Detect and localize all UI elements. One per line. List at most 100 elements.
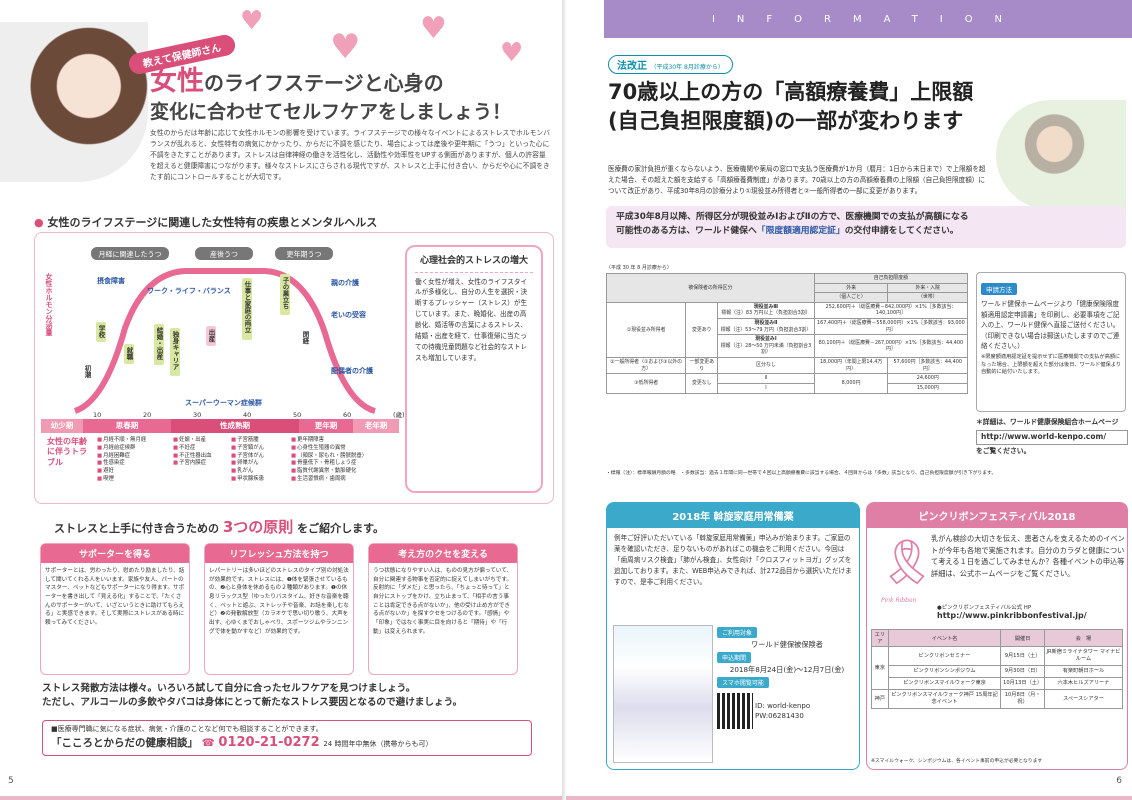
trouble-column-4: 更年期障害心身性生殖器の異常（頻尿・尿もれ・膀胱脱垂）骨量低下・骨粗しょう症脂質… (291, 437, 397, 484)
life-stage-bar: 更年期 (299, 419, 353, 433)
stress-body: 働く女性が増え、女性のライフスタイルが多様化し、自分の人生を選択・決断するプレッ… (415, 277, 528, 362)
rules-title: ストレスと上手に付き合うための 3つの原則 をご紹介します。 (54, 518, 385, 536)
pink-ribbon-box: ピンクリボンフェスティバル2018 🎗 Pink Ribbon 乳がん検診の大切… (866, 502, 1128, 770)
information-banner: INFORMATION (604, 0, 1132, 38)
trouble-item: 妊娠・出産 (173, 437, 229, 445)
page-number: 6 (1116, 776, 1122, 786)
trouble-item: （頻尿・尿もれ・膀胱脱垂） (291, 453, 397, 461)
trouble-item: 生活習慣病・歯周病 (291, 476, 397, 484)
trouble-item: 脂質代謝異常・動脈硬化 (291, 468, 397, 476)
depression-label-bg (195, 247, 253, 260)
life-stage-bar: 性成熟期 (171, 419, 299, 433)
stress-box: 心理社会的ストレスの増大 働く女性が増え、女性のライフスタイルが多様化し、自分の… (405, 245, 543, 493)
events-table: エリア イベント名 開催日 会 場 東京 ピンクリボンセミナー 9月15日（土）… (871, 629, 1124, 710)
trouble-item: 月経不順・無月経 (97, 437, 169, 445)
trouble-item: 乳がん (231, 468, 289, 476)
trouble-item: 子宮頸がん (231, 445, 289, 453)
application-tag: 申請方法 (981, 283, 1017, 295)
kenpo-url-link[interactable]: http://www.world-kenpo.com/ (976, 429, 1128, 445)
qr-code-icon[interactable] (717, 693, 753, 730)
star-icon: ● (34, 216, 44, 229)
trouble-label: 女性の年齢に伴うトラブル (47, 437, 87, 467)
table-row: ピンクリボンシンポジウム 9月30日（日） 有楽町朝日ホール (872, 665, 1124, 679)
depression-label-bg (91, 247, 169, 260)
depression-label: 更年期うつ (287, 250, 322, 259)
left-page: ♥ ♥ ♥ ♥ 教えて保健師さん 女性のライフステージと心身の 変化に合わせてセ… (0, 0, 566, 800)
life-event-label: 出産 (207, 328, 215, 344)
rule-card-refresh: リフレッシュ方法を持つ レパートリーは多いほどのストレスのタイプ別の対処法が効果… (204, 543, 354, 675)
trouble-column-2: 妊娠・出産不妊症不正性器出血子宮内膜症 (173, 437, 229, 468)
x-tick-label: (歳) (393, 410, 405, 419)
law-change-badge: 法改正 （平成30年 8月診療から） (608, 55, 733, 74)
life-event-label: 親の介護 (331, 278, 360, 287)
superwoman-label: スーパーウーマン症候群 (185, 398, 262, 407)
limit-table: 被保険者の所得区分 自己負担限度額 外来 外来・入院 （個人ごと） （世帯） ①… (605, 273, 969, 394)
life-event-label: 仕事と家庭の両立 (243, 280, 252, 335)
trouble-item: 心身性生殖器の異常 (291, 445, 397, 453)
table-row: 神戸 ピンクリボンスマイルウォーク神戸 15周年記念イベント 10月8日（月・祝… (871, 689, 1124, 710)
x-tick-label: 40 (243, 411, 251, 419)
table-row: Ⅰ 15,000円 (607, 382, 968, 394)
trouble-item: 喫煙 (97, 476, 169, 484)
phone-icon: ☎ (201, 737, 215, 749)
hotline-title: 「こころとからだの健康相談」 (51, 737, 198, 749)
life-event-label-bg (242, 278, 252, 340)
pink-ribbon-heading: ピンクリボンフェスティバル2018 (867, 503, 1127, 528)
yaxis-label: 女性ホルモン分泌量 (45, 272, 53, 337)
medicine-box: 2018年 斡旋家庭用常備薬 例年ご好評いただいている「斡旋家庭用常備薬」申込み… (606, 502, 860, 770)
table-row: ピンクリボンスマイルウォーク東京 10月13日（土） 六本木ヒルズアリーナ (872, 677, 1124, 691)
page-number: 5 (8, 776, 14, 786)
trouble-item: 月経前症候群 (97, 445, 169, 453)
pink-ribbon-icon: 🎗 (879, 537, 935, 588)
medicine-catalog-image (613, 625, 713, 763)
x-tick-label: 30 (193, 411, 201, 419)
life-event-label: 独身キャリア (171, 330, 179, 371)
intro-text: 女性のからだは年齢に応じて女性ホルモンの影響を受けています。ライフステージでの様… (150, 129, 550, 181)
life-event-label-bg (170, 328, 180, 376)
life-event-label-bg (206, 326, 216, 346)
life-stage-bar: 老年期 (353, 419, 399, 433)
medicine-heading: 2018年 斡旋家庭用常備薬 (607, 503, 859, 528)
x-tick-label: 20 (143, 411, 151, 419)
life-event-label-bg (280, 274, 290, 315)
trouble-item: 更年期障害 (291, 437, 397, 445)
article-intro: 医療費の家計負担が重くならないよう、医療機関や薬局の窓口で支払う医療費が1か月（… (608, 165, 986, 195)
table-caption: （平成 30 年 8 月診療から） (606, 265, 672, 271)
life-event-label: 就職 (125, 346, 133, 362)
life-event-label: 学校 (97, 324, 105, 340)
depression-label: 月経に関連したうつ (99, 250, 162, 259)
table-row: ②一般所得者（①および③以外の方） 一部変更あり 区分なし 18,000円（年間… (605, 357, 968, 375)
trouble-item: 月経困難症 (97, 453, 169, 461)
trouble-item: 性感染症 (97, 460, 169, 468)
life-event-label-bg (300, 328, 310, 348)
trouble-item: 子宮内膜症 (173, 460, 229, 468)
woman-photo (0, 22, 148, 182)
rule-card-thinking: 考え方のクセを変える うつ状態になりやすい人は、ものの見方が偏っていて、自分に関… (368, 543, 518, 675)
x-tick-label: 60 (343, 411, 351, 419)
life-event-label: 結婚・出産 (155, 326, 164, 361)
trouble-item: 不正性器出血 (173, 453, 229, 461)
heart-icon: ♥ (240, 6, 264, 36)
trouble-item: 避妊 (97, 468, 169, 476)
pink-ribbon-url-link[interactable]: http://www.pinkribbonfestival.jp/ (937, 611, 1087, 620)
right-page: INFORMATION 法改正 （平成30年 8月診療から） 70歳以上の方の「… (566, 0, 1132, 800)
table-row: 東京 ピンクリボンセミナー 9月15日（土） JR新宿ミライナタワー マイナビル… (871, 645, 1124, 691)
life-event-label: 配偶者の介護 (331, 366, 374, 375)
elderly-couple-photo (996, 100, 1126, 210)
heart-icon: ♥ (500, 38, 524, 68)
table-row: ③低所得者 変更なし Ⅱ 8,000円 24,600円 (605, 373, 968, 394)
stress-title: 心理社会的ストレスの増大 (415, 255, 533, 273)
depression-label: 産後うつ (210, 250, 238, 259)
hotline-number[interactable]: 0120-21-0272 (218, 735, 320, 750)
page-title: 女性のライフステージと心身の 変化に合わせてセルフケアをしましょう！ (150, 66, 512, 124)
rule-card-supporter: サポーターを得る サポーターとは、労わったり、慰めたり励ましたり、話して聞いてく… (40, 543, 190, 675)
trouble-item: 卵巣がん (231, 460, 289, 468)
wlb-label: ワーク・ライフ・バランス (147, 286, 231, 295)
chart-heading: ● 女性のライフステージに関連した女性特有の疾患とメンタルヘルス (34, 216, 378, 229)
article-title: 70歳以上の方の「高額療養費」上限額 (自己負担限度額)の一部が変わります (608, 80, 974, 134)
